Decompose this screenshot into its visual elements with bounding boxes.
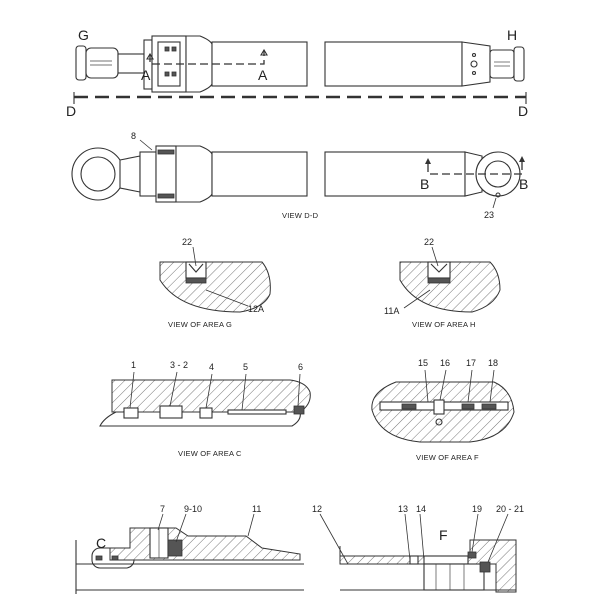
section-letter-f: F — [439, 527, 448, 543]
section-letter-h: H — [507, 27, 517, 43]
callout-13: 13 — [398, 504, 408, 514]
callout-11: 11 — [252, 504, 261, 514]
section-letter-a-left: A — [141, 67, 151, 83]
callout-3-2: 3 - 2 — [170, 360, 188, 370]
callout-4: 4 — [209, 362, 214, 372]
callout-7: 7 — [160, 504, 165, 514]
section-letter-g: G — [78, 27, 89, 43]
callout-11a: 11A — [384, 306, 399, 316]
callout-14: 14 — [416, 504, 426, 514]
detail-area-c — [99, 371, 311, 427]
callout-18: 18 — [488, 358, 498, 368]
section-cap-end — [319, 513, 517, 593]
callout-19: 19 — [472, 504, 482, 514]
callout-6: 6 — [298, 362, 303, 372]
section-letter-b-right: B — [519, 176, 528, 192]
callout-22-h: 22 — [424, 237, 434, 247]
caption-area-h: VIEW OF AREA H — [412, 320, 476, 329]
caption-area-c: VIEW OF AREA C — [178, 449, 242, 458]
section-letter-c: C — [96, 535, 106, 551]
callout-1: 1 — [131, 360, 136, 370]
cylinder-view-dd — [71, 139, 525, 209]
detail-area-g — [159, 246, 271, 313]
section-letter-d-right: D — [518, 103, 528, 119]
section-letter-b-left: B — [420, 176, 429, 192]
cylinder-top-view — [73, 35, 527, 104]
callout-8: 8 — [131, 131, 136, 141]
section-letter-d-left: D — [66, 103, 76, 119]
callout-16: 16 — [440, 358, 450, 368]
callout-9-10: 9-10 — [184, 504, 202, 514]
callout-20-21: 20 - 21 — [496, 504, 524, 514]
section-head-end — [75, 513, 304, 594]
callout-12: 12 — [312, 504, 322, 514]
section-letter-a-right: A — [258, 67, 268, 83]
caption-area-g: VIEW OF AREA G — [168, 320, 232, 329]
callout-12a: 12A — [248, 304, 264, 314]
caption-area-f: VIEW OF AREA F — [416, 453, 479, 462]
detail-area-h — [399, 246, 501, 313]
callout-5: 5 — [243, 362, 248, 372]
detail-area-f — [371, 369, 515, 443]
callout-23: 23 — [484, 210, 494, 220]
callout-15: 15 — [418, 358, 428, 368]
caption-view-dd: VIEW D-D — [282, 211, 319, 220]
callout-22-g: 22 — [182, 237, 192, 247]
callout-17: 17 — [466, 358, 476, 368]
